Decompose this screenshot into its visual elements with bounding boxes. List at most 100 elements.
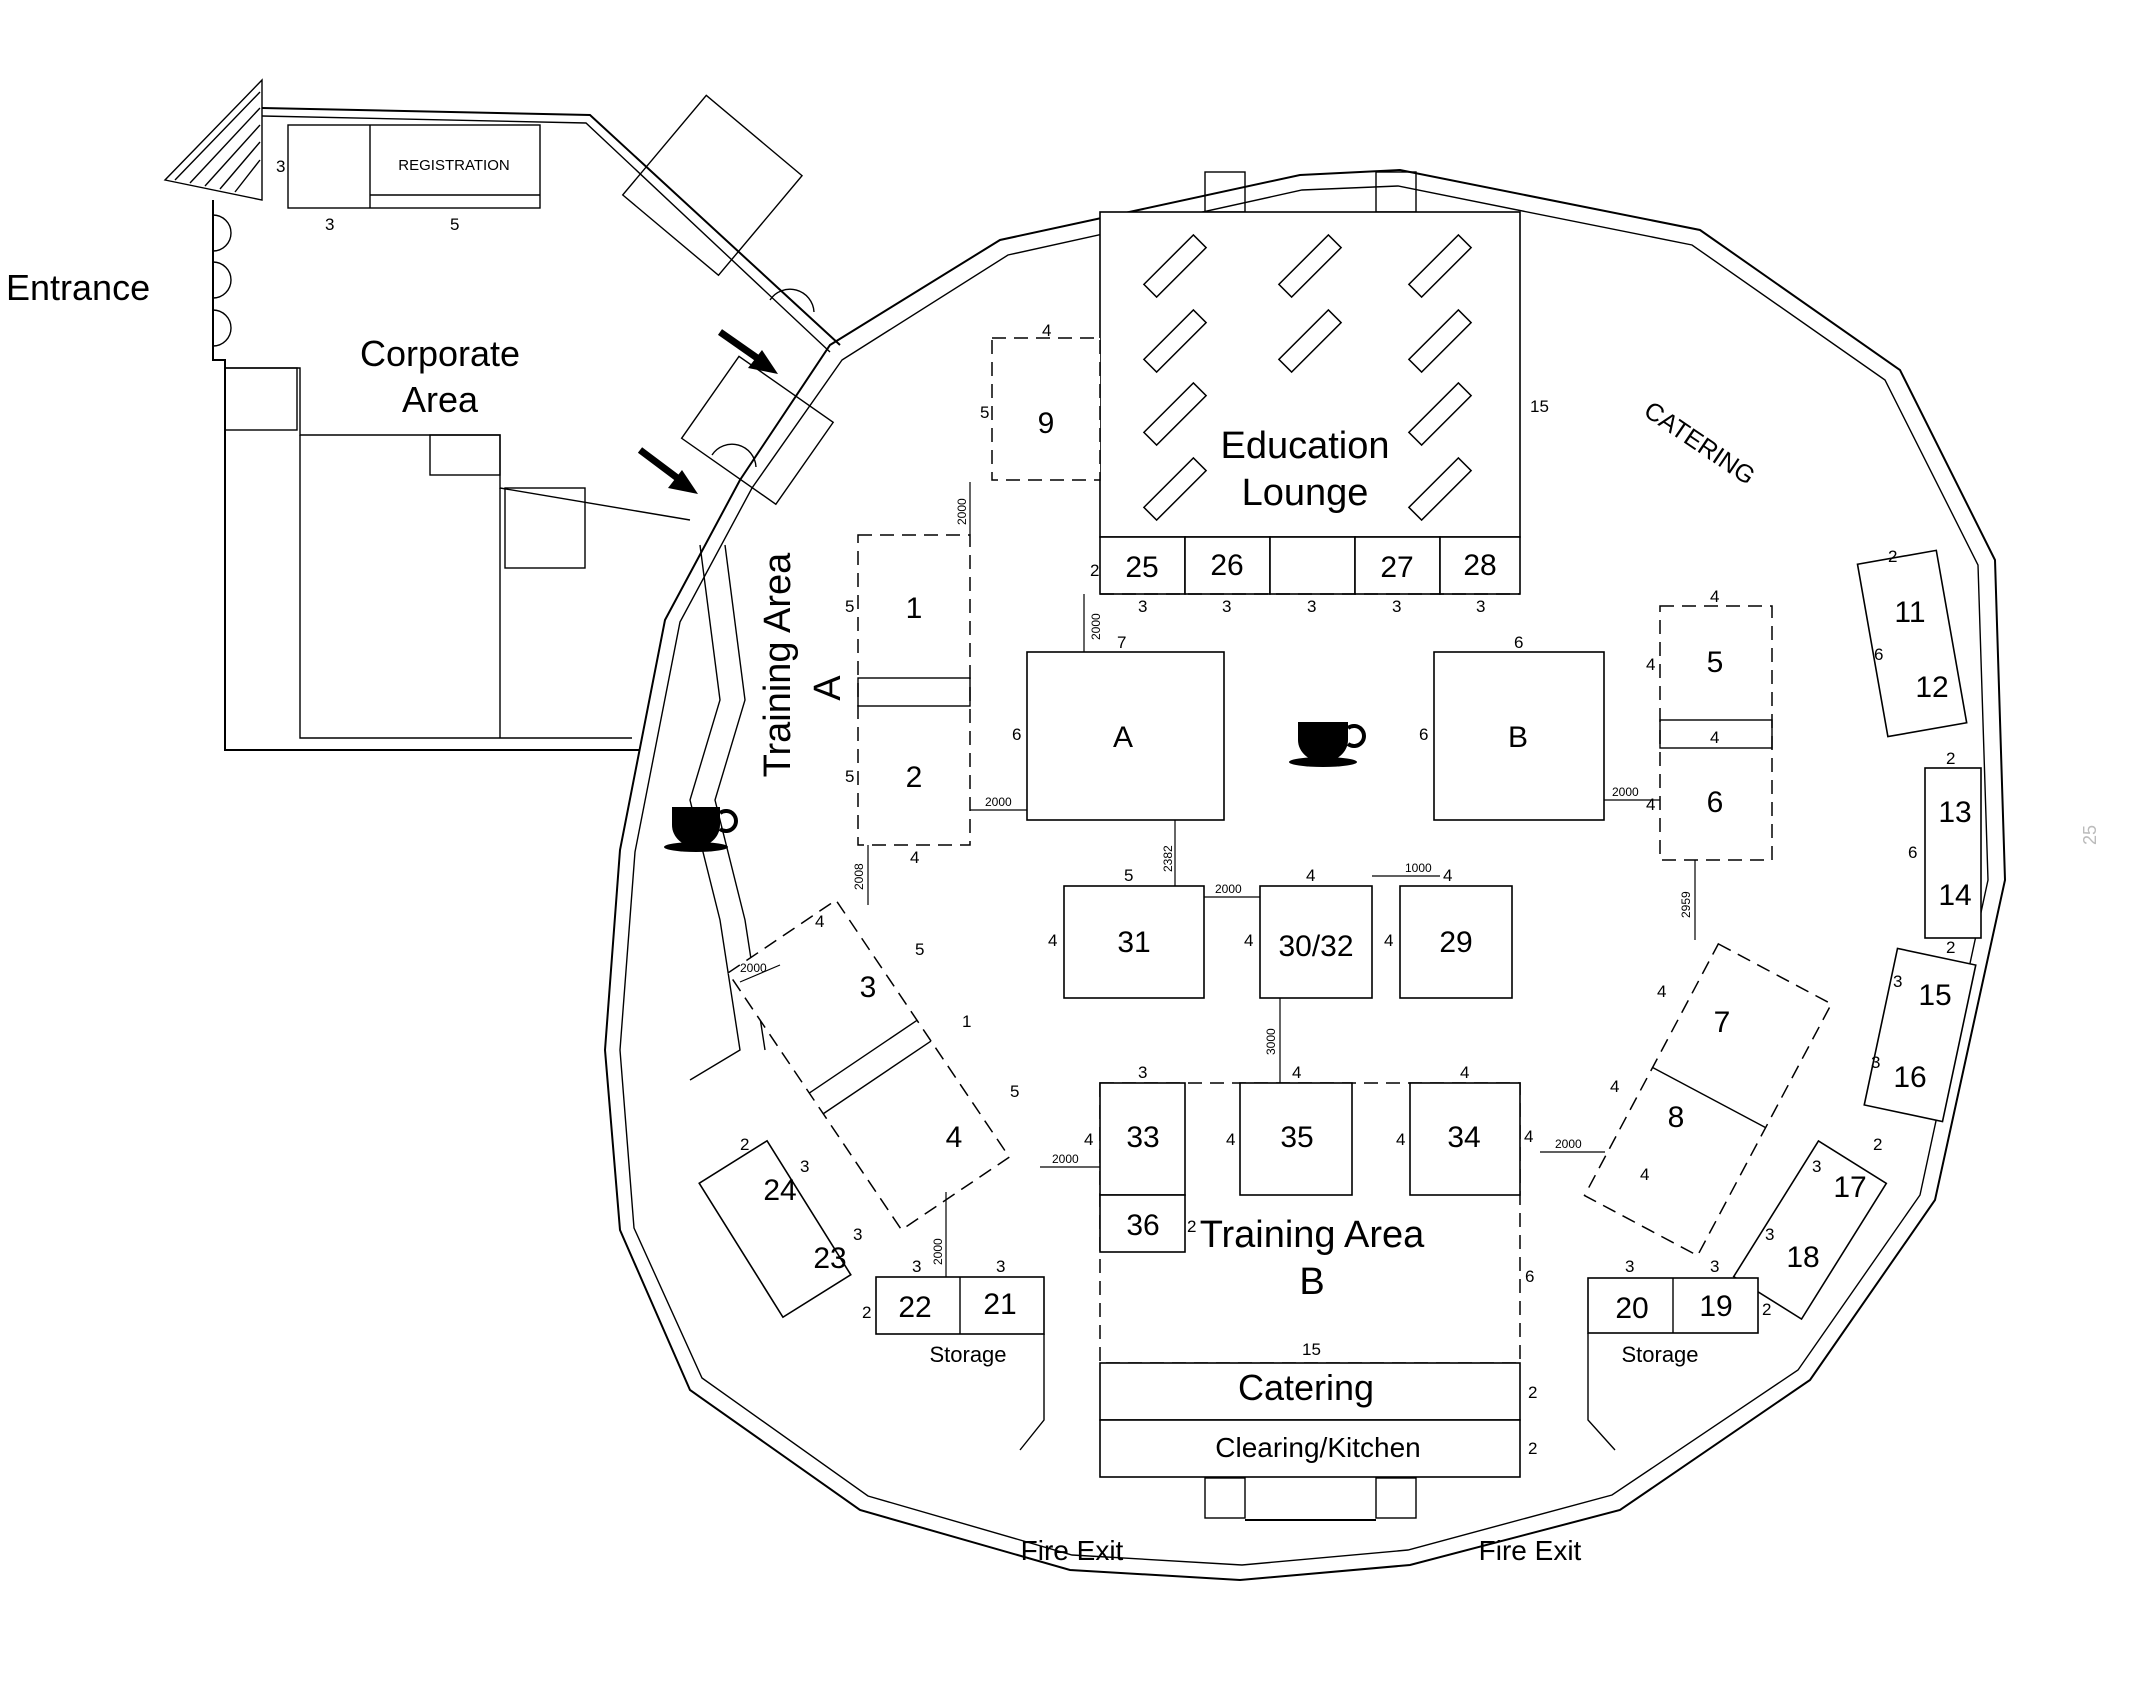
booth-15[interactable]: 15 bbox=[1918, 979, 1951, 1012]
svg-text:4: 4 bbox=[1042, 321, 1051, 340]
svg-text:3: 3 bbox=[1138, 1063, 1147, 1082]
booth-4[interactable]: 4 bbox=[946, 1121, 963, 1154]
svg-text:2008: 2008 bbox=[852, 863, 866, 890]
booth-14[interactable]: 14 bbox=[1938, 879, 1971, 912]
svg-text:2959: 2959 bbox=[1679, 891, 1693, 918]
booth-27[interactable]: 27 bbox=[1380, 551, 1413, 584]
svg-text:2000: 2000 bbox=[985, 795, 1012, 809]
booth-20[interactable]: 20 bbox=[1615, 1292, 1648, 1325]
svg-text:2: 2 bbox=[1528, 1383, 1537, 1402]
booth-21[interactable]: 21 bbox=[983, 1288, 1016, 1321]
booth-36[interactable]: 36 bbox=[1126, 1209, 1159, 1242]
svg-text:2000: 2000 bbox=[931, 1238, 945, 1265]
svg-text:3: 3 bbox=[1812, 1157, 1821, 1176]
booth-9[interactable]: 9 bbox=[1038, 407, 1055, 440]
training-area-a-label: Training Area bbox=[757, 552, 799, 777]
booth-17[interactable]: 17 bbox=[1833, 1171, 1866, 1204]
svg-text:6: 6 bbox=[1012, 725, 1021, 744]
svg-text:3: 3 bbox=[1871, 1053, 1880, 1072]
fire-exit-left-label: Fire Exit bbox=[1021, 1535, 1124, 1566]
svg-text:4: 4 bbox=[1306, 866, 1315, 885]
booth-11[interactable]: 11 bbox=[1894, 596, 1925, 629]
training-area-a-label: A bbox=[807, 675, 849, 701]
booth-19[interactable]: 19 bbox=[1699, 1290, 1732, 1323]
svg-text:2: 2 bbox=[1528, 1439, 1537, 1458]
building-outline bbox=[163, 78, 2007, 1582]
svg-text:2000: 2000 bbox=[1089, 613, 1103, 640]
svg-text:3: 3 bbox=[912, 1257, 921, 1276]
svg-text:2: 2 bbox=[862, 1303, 871, 1322]
booth-35[interactable]: 35 bbox=[1280, 1121, 1313, 1154]
booth-a[interactable]: A bbox=[1113, 721, 1133, 754]
booth-28[interactable]: 28 bbox=[1463, 549, 1496, 582]
svg-text:4: 4 bbox=[815, 912, 824, 931]
catering-label: Catering bbox=[1238, 1367, 1374, 1408]
booth-25[interactable]: 25 bbox=[1125, 551, 1158, 584]
booth-26[interactable]: 26 bbox=[1210, 549, 1243, 582]
svg-text:2000: 2000 bbox=[1555, 1137, 1582, 1151]
booth-dimensions: 3 3 5 4 5 15 2 3 3 3 3 3 5 5 4 7 6 6 6 4… bbox=[276, 157, 1955, 1458]
svg-text:6: 6 bbox=[1514, 633, 1523, 652]
booth-18[interactable]: 18 bbox=[1786, 1241, 1819, 1274]
svg-text:15: 15 bbox=[1302, 1340, 1321, 1359]
booth-8[interactable]: 8 bbox=[1668, 1101, 1685, 1134]
svg-text:4: 4 bbox=[1384, 931, 1393, 950]
clearing-kitchen-label: Clearing/Kitchen bbox=[1215, 1432, 1420, 1463]
svg-text:2382: 2382 bbox=[1161, 845, 1175, 872]
education-lounge-label: Lounge bbox=[1242, 472, 1369, 514]
svg-text:2000: 2000 bbox=[1612, 785, 1639, 799]
coffee-cup-icon bbox=[1289, 722, 1366, 767]
svg-text:2: 2 bbox=[740, 1135, 749, 1154]
booth-6[interactable]: 6 bbox=[1707, 786, 1724, 819]
booth-22[interactable]: 22 bbox=[898, 1291, 931, 1324]
svg-text:4: 4 bbox=[1084, 1130, 1093, 1149]
svg-text:15: 15 bbox=[1530, 397, 1549, 416]
booth-33[interactable]: 33 bbox=[1126, 1121, 1159, 1154]
booth-30-32[interactable]: 30/32 bbox=[1278, 930, 1353, 963]
svg-text:5: 5 bbox=[1124, 866, 1133, 885]
svg-text:4: 4 bbox=[1657, 982, 1666, 1001]
booth-3[interactable]: 3 bbox=[860, 971, 877, 1004]
svg-text:1: 1 bbox=[962, 1012, 971, 1031]
booth-23[interactable]: 23 bbox=[813, 1242, 846, 1275]
svg-text:1000: 1000 bbox=[1405, 861, 1432, 875]
booth-b[interactable]: B bbox=[1508, 721, 1528, 754]
booth-2[interactable]: 2 bbox=[906, 761, 923, 794]
storage-right-label: Storage bbox=[1621, 1342, 1698, 1367]
svg-text:4: 4 bbox=[1640, 1165, 1649, 1184]
booth-24[interactable]: 24 bbox=[763, 1174, 796, 1207]
svg-text:4: 4 bbox=[1524, 1127, 1533, 1146]
svg-text:3: 3 bbox=[276, 157, 285, 176]
entrance-label: Entrance bbox=[6, 267, 150, 308]
entrance-door-3 bbox=[212, 309, 232, 347]
booth-29[interactable]: 29 bbox=[1439, 926, 1472, 959]
booth-12[interactable]: 12 bbox=[1915, 671, 1948, 704]
svg-text:4: 4 bbox=[1048, 931, 1057, 950]
svg-text:3: 3 bbox=[1138, 597, 1147, 616]
training-area-b-label: B bbox=[1299, 1261, 1324, 1303]
svg-text:2000: 2000 bbox=[1052, 1152, 1079, 1166]
booth-34[interactable]: 34 bbox=[1447, 1121, 1480, 1154]
svg-text:2000: 2000 bbox=[1215, 882, 1242, 896]
svg-text:2: 2 bbox=[1090, 561, 1099, 580]
svg-text:3: 3 bbox=[996, 1257, 1005, 1276]
svg-text:4: 4 bbox=[1443, 866, 1452, 885]
booth-5[interactable]: 5 bbox=[1707, 646, 1724, 679]
booth-16[interactable]: 16 bbox=[1893, 1061, 1926, 1094]
svg-text:4: 4 bbox=[1396, 1130, 1405, 1149]
svg-text:3: 3 bbox=[1307, 597, 1316, 616]
svg-text:4: 4 bbox=[1710, 587, 1719, 606]
booth-31[interactable]: 31 bbox=[1117, 926, 1150, 959]
svg-text:3: 3 bbox=[1765, 1225, 1774, 1244]
registration-desk bbox=[287, 124, 541, 209]
entry-arrow-icon bbox=[637, 329, 778, 494]
stairs-icon bbox=[163, 78, 263, 201]
education-lounge-label: Education bbox=[1220, 425, 1389, 467]
booth-13[interactable]: 13 bbox=[1938, 796, 1971, 829]
booth-1[interactable]: 1 bbox=[906, 592, 923, 625]
svg-text:2000: 2000 bbox=[740, 961, 767, 975]
lounge-tables bbox=[1142, 233, 1473, 522]
svg-text:2: 2 bbox=[1187, 1217, 1196, 1236]
booth-7[interactable]: 7 bbox=[1714, 1006, 1731, 1039]
